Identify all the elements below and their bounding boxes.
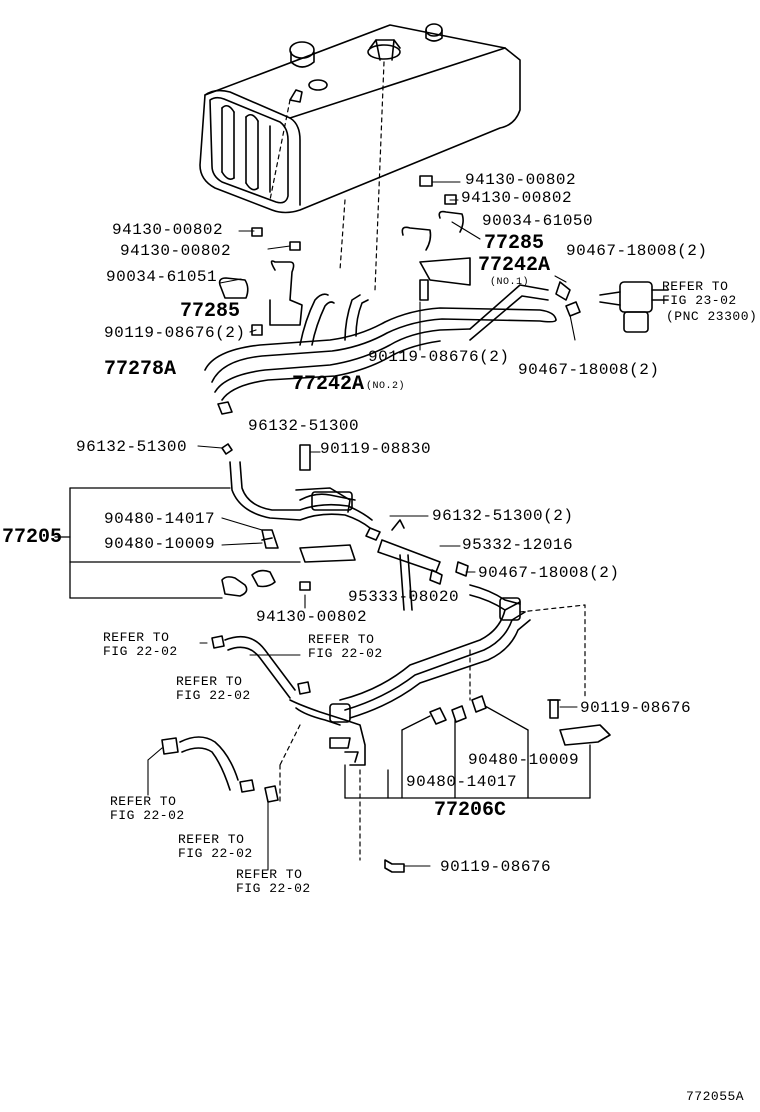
label-90467-18008-low: 90467-18008(2) <box>478 564 620 582</box>
label-94130-00802-c: 94130-00802 <box>112 221 224 239</box>
label-90119-08676-bottom: 90119-08676 <box>440 858 552 876</box>
label-90480-10009-a: 90480-10009 <box>104 535 216 553</box>
label-refer3-line2: FIG 22-02 <box>176 688 251 703</box>
middle-tube-assembly <box>222 444 468 610</box>
upper-fuel-tubes <box>205 285 556 400</box>
label-refer4-line1: REFER TO <box>110 794 177 809</box>
lower-hoses <box>162 636 310 802</box>
label-90480-14017-a: 90480-14017 <box>104 510 216 528</box>
upper-brackets <box>220 176 470 335</box>
label-refer6-line1: REFER TO <box>236 867 303 882</box>
label-96132-51300-2: 96132-51300(2) <box>432 507 574 525</box>
label-77206c: 77206C <box>434 799 507 822</box>
label-refer-fig23-line1: REFER TO <box>662 279 729 294</box>
label-94130-00802-a: 94130-00802 <box>465 171 577 189</box>
label-90119-08830: 90119-08830 <box>320 440 432 458</box>
label-refer3-line1: REFER TO <box>176 674 243 689</box>
lower-leader-lines <box>280 605 585 860</box>
label-refer6-line2: FIG 22-02 <box>236 881 311 896</box>
label-94130-00802-b: 94130-00802 <box>461 189 573 207</box>
label-90119-08676-right: 90119-08676 <box>580 699 692 717</box>
label-95333-08020: 95333-08020 <box>348 588 460 606</box>
label-pnc-23300: (PNC 23300) <box>666 309 758 324</box>
label-96132-51300-b: 96132-51300 <box>76 438 188 456</box>
label-no2: (NO.2) <box>366 381 406 392</box>
fuel-tank <box>200 24 520 213</box>
tank-leader-lines <box>270 62 384 290</box>
label-77205: 77205 <box>2 526 63 549</box>
lower-bracket <box>330 700 610 872</box>
label-90034-61051: 90034-61051 <box>106 268 218 286</box>
label-refer5-line1: REFER TO <box>178 832 245 847</box>
label-90480-14017-b: 90480-14017 <box>406 773 518 791</box>
label-96132-51300-a: 96132-51300 <box>248 417 360 435</box>
group-77206c-parts <box>430 696 486 724</box>
group-77206c-bracket <box>345 706 590 798</box>
label-90119-08676-2-mid: 90119-08676(2) <box>368 348 510 366</box>
figure-id: 772055A <box>686 1089 745 1104</box>
group-77205-bracket <box>55 488 300 598</box>
label-94130-00802-d: 94130-00802 <box>120 242 232 260</box>
clip-96132-upper <box>218 402 232 414</box>
label-90119-08676-2-left: 90119-08676(2) <box>104 324 246 342</box>
label-refer-fig23-line2: FIG 23-02 <box>662 293 737 308</box>
label-90480-10009-b: 90480-10009 <box>468 751 580 769</box>
label-refer1-line2: FIG 22-02 <box>103 644 178 659</box>
label-no1: (NO.1) <box>490 277 530 288</box>
fuel-filter <box>556 282 668 332</box>
label-77242a-top: 77242A <box>478 254 551 277</box>
label-90467-18008-mid: 90467-18008(2) <box>518 361 660 379</box>
label-refer5-line2: FIG 22-02 <box>178 846 253 861</box>
label-95332-12016: 95332-12016 <box>462 536 574 554</box>
label-77285-right: 77285 <box>484 232 545 255</box>
lower-long-tubes <box>290 585 530 725</box>
label-90034-61050: 90034-61050 <box>482 212 594 230</box>
label-leaders <box>148 182 577 870</box>
label-90467-18008-top: 90467-18008(2) <box>566 242 708 260</box>
label-refer2-line1: REFER TO <box>308 632 375 647</box>
label-refer1-line1: REFER TO <box>103 630 170 645</box>
label-refer2-line2: FIG 22-02 <box>308 646 383 661</box>
label-refer4-line2: FIG 22-02 <box>110 808 185 823</box>
label-77278a: 77278A <box>104 358 177 381</box>
label-77285-left: 77285 <box>180 300 241 323</box>
label-77242a-bottom: 77242A <box>292 373 365 396</box>
label-94130-00802-low: 94130-00802 <box>256 608 368 626</box>
